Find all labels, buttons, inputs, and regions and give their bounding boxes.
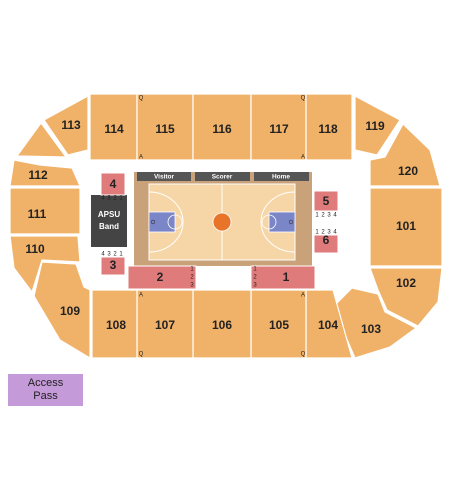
right-ft-circle [261,214,277,230]
section-3[interactable] [100,256,126,276]
right-three-point-arc [260,191,296,253]
section-5[interactable] [313,190,339,212]
section-108[interactable] [91,289,138,359]
header-scorer [195,172,250,181]
section-2[interactable] [127,265,197,290]
row-1-sec5: 1 [315,213,319,219]
section-117[interactable] [250,93,307,161]
left-ft-circle [167,214,183,230]
row-4-sec5: 4 [333,213,337,219]
band-line1: APSU [98,210,120,219]
left-paint [148,211,176,233]
center-circle [212,212,232,232]
header-visitor [137,172,191,181]
section-115[interactable] [136,93,194,161]
section-111[interactable] [9,187,81,235]
section-1[interactable] [250,265,316,290]
section-109[interactable] [33,261,91,360]
section-102[interactable] [369,267,443,327]
row-2-sec5: 2 [321,213,325,219]
section-112[interactable] [9,159,81,187]
section-6[interactable] [313,234,339,254]
right-paint [268,211,296,233]
row-3-sec5: 3 [327,213,331,219]
left-three-point-arc [148,191,184,253]
section-106[interactable] [192,289,252,359]
section-107[interactable] [136,289,194,359]
apsu-band-area [91,195,127,247]
section-120[interactable] [369,123,441,187]
visitor-label: Visitor [154,174,175,181]
section-110[interactable] [9,235,81,294]
section-114[interactable] [89,93,138,161]
band-line2: Band [99,222,119,231]
section-4[interactable] [100,172,126,196]
left-hoop [150,219,156,225]
section-101[interactable] [369,187,443,267]
section-105[interactable] [250,289,307,359]
home-label: Home [272,174,290,181]
scorer-label: Scorer [212,174,233,181]
section-113[interactable] [43,94,89,156]
section-119[interactable] [354,95,401,156]
section-116[interactable] [192,93,252,161]
section-112-wedge[interactable] [15,121,68,158]
section-118[interactable] [305,93,353,161]
header-home [254,172,309,181]
section-103[interactable] [332,287,418,359]
right-hoop [288,219,294,225]
